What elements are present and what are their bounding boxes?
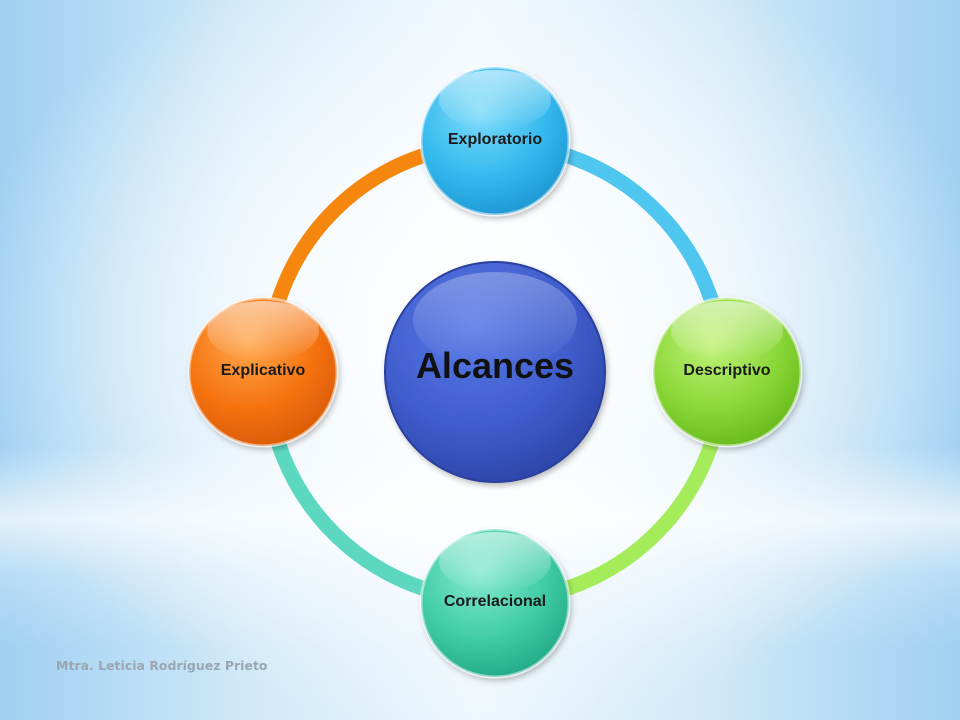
node-explicativo <box>187 296 339 448</box>
node-label-descriptivo: Descriptivo <box>683 362 771 379</box>
node-exploratorio <box>419 65 571 217</box>
node-correlacional <box>419 527 571 679</box>
center-circle <box>384 261 606 483</box>
footer-author: Mtra. Leticia Rodríguez Prieto <box>56 658 268 673</box>
node-descriptivo <box>651 296 803 448</box>
node-label-explicativo: Explicativo <box>220 362 306 379</box>
center-label: Alcances <box>415 345 575 386</box>
node-label-exploratorio: Exploratorio <box>447 131 543 148</box>
node-label-correlacional: Correlacional <box>443 593 547 610</box>
